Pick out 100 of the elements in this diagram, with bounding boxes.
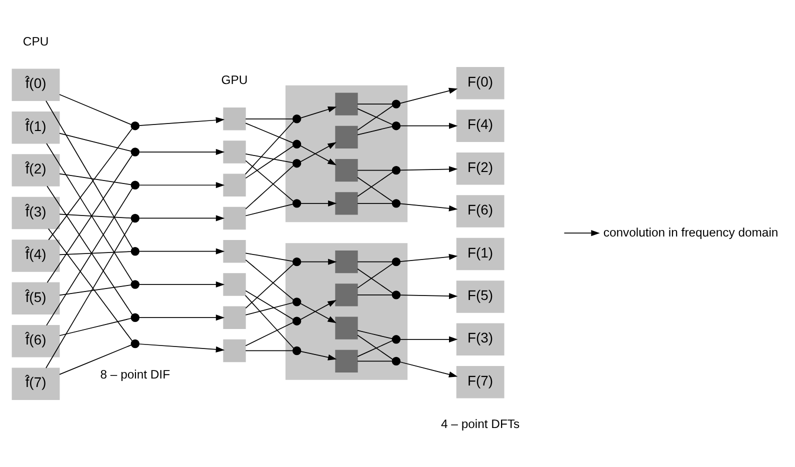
- node-circle: [292, 316, 302, 326]
- label: GPU: [221, 72, 248, 87]
- connector: [357, 172, 394, 197]
- node-circle: [292, 114, 302, 124]
- node-circle: [392, 356, 401, 366]
- connector: [245, 154, 294, 164]
- node-box: [335, 92, 358, 116]
- label: 4 – point DFTs: [441, 417, 520, 432]
- arrow: [564, 230, 600, 236]
- connector: [357, 203, 393, 204]
- node-circle: [130, 180, 140, 190]
- arrow: [300, 300, 336, 320]
- connector: [46, 100, 133, 249]
- connector: [245, 165, 294, 210]
- connector: [357, 176, 394, 202]
- connector: [357, 268, 394, 294]
- node-circle: [130, 122, 140, 130]
- connector: [357, 330, 393, 340]
- node-circle: [392, 166, 401, 175]
- node-box: [223, 339, 246, 362]
- cluster: [286, 85, 408, 222]
- node-box: [223, 174, 246, 196]
- connector: [245, 260, 294, 300]
- node-box: [223, 306, 246, 329]
- connector: [244, 120, 294, 175]
- arrow: [400, 122, 458, 129]
- arrow: [400, 362, 458, 378]
- connector: [59, 318, 132, 336]
- connector: [357, 105, 394, 131]
- node-box: [223, 140, 246, 164]
- arrow: [138, 314, 225, 321]
- node-box: F(3): [456, 323, 504, 356]
- node-box: [335, 350, 358, 373]
- connector: [357, 126, 393, 136]
- arrow: [138, 344, 225, 353]
- node-box: F(5): [456, 280, 504, 313]
- arrow: [138, 117, 225, 126]
- node-box: [223, 273, 246, 296]
- connector: [244, 295, 294, 349]
- node-box: f̂(2): [12, 154, 60, 186]
- node-circle: [292, 199, 302, 208]
- node-box: f̂(1): [12, 111, 60, 144]
- arrow: [400, 293, 458, 300]
- connector: [48, 228, 133, 342]
- arrow: [400, 336, 458, 342]
- connector: [48, 128, 133, 240]
- node-circle: [392, 122, 401, 130]
- arrow: [400, 254, 458, 262]
- node-box: F(1): [456, 238, 504, 270]
- connector: [357, 170, 393, 171]
- arrow: [300, 351, 337, 360]
- node-box: F(4): [456, 110, 504, 142]
- node-box: f̂(6): [12, 325, 60, 358]
- node-box: f̂(3): [12, 196, 60, 230]
- node-box: [335, 250, 358, 274]
- node-box: f̂(4): [12, 240, 60, 272]
- arrow: [400, 166, 458, 172]
- arrow: [138, 281, 225, 288]
- arrow: [300, 303, 336, 324]
- connector: [245, 146, 294, 179]
- node-box: [223, 108, 246, 130]
- connector: [357, 340, 393, 357]
- connector: [59, 132, 132, 152]
- connector: [245, 350, 294, 352]
- node-box: F(7): [456, 366, 504, 398]
- node-text: convolution in frequency domain: [603, 225, 778, 240]
- node-circle: [130, 247, 140, 256]
- node-box: [335, 126, 358, 149]
- node-box: [335, 316, 358, 340]
- label: CPU: [22, 34, 49, 48]
- node-circle: [130, 148, 140, 156]
- node-circle: [292, 298, 302, 306]
- connector: [59, 94, 132, 125]
- node-circle: [392, 335, 401, 344]
- node-box: [223, 206, 246, 230]
- connector: [357, 263, 394, 288]
- node-box: [223, 240, 246, 263]
- arrow: [138, 215, 225, 222]
- arrow: [138, 182, 225, 188]
- node-circle: [292, 140, 302, 149]
- node-circle: [130, 339, 140, 348]
- node-circle: [292, 158, 302, 168]
- connector: [59, 214, 132, 219]
- connector: [357, 294, 393, 296]
- node-box: F(6): [456, 195, 504, 228]
- node-box: f̂(5): [12, 282, 60, 315]
- connector: [59, 251, 132, 256]
- cluster: [286, 243, 408, 380]
- connector: [245, 204, 294, 216]
- connector: [59, 284, 132, 296]
- node-box: F(2): [456, 152, 504, 185]
- connector: [59, 344, 132, 375]
- connector: [245, 122, 294, 144]
- node-circle: [392, 100, 401, 108]
- connector: [46, 220, 133, 368]
- node-box: [335, 158, 358, 182]
- node-circle: [130, 280, 140, 289]
- node-circle: [130, 214, 140, 223]
- node-circle: [292, 346, 302, 356]
- connector: [245, 302, 294, 316]
